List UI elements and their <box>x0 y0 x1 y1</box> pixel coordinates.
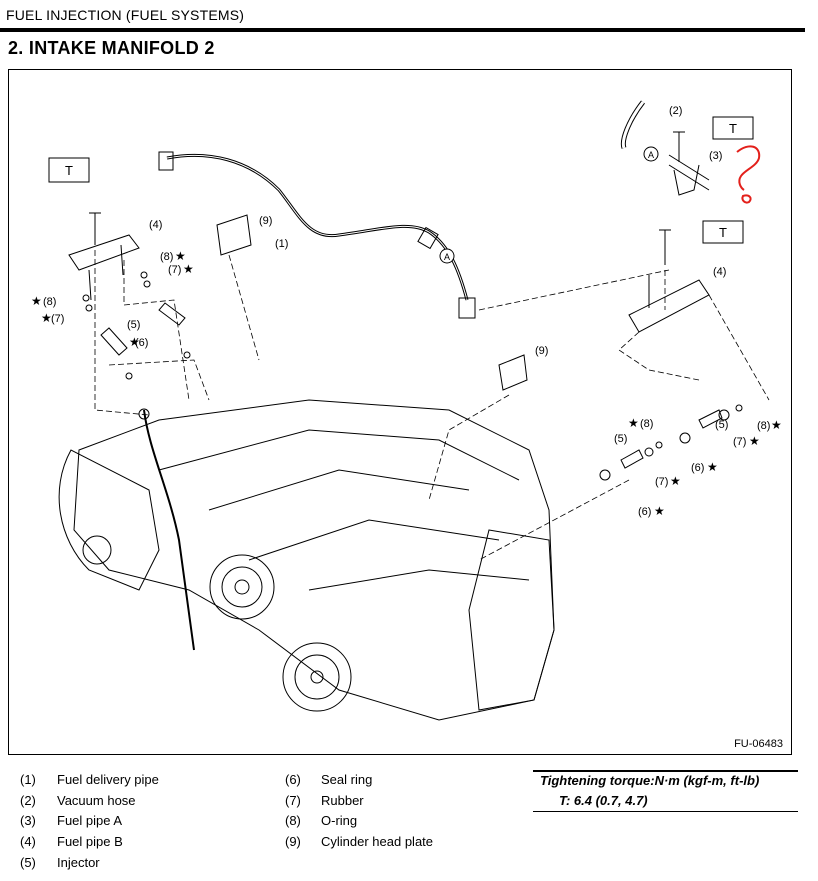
callout-6-right-1: (6) <box>691 462 704 474</box>
callout-5-right-1: (5) <box>614 433 627 445</box>
legend-item: (8)O-ring <box>285 813 358 829</box>
svg-text:A: A <box>444 252 450 262</box>
legend-right: (6)Seal ring (7)Rubber (8)O-ring (9)Cyli… <box>285 772 525 855</box>
callout-6-left: (6) <box>135 337 148 349</box>
bolt-top-right <box>673 131 685 162</box>
connector-a-marker-2: A <box>643 146 659 162</box>
callout-3: (3) <box>709 150 722 162</box>
section-header: FUEL INJECTION (FUEL SYSTEMS) <box>6 7 245 23</box>
bolt-left <box>89 212 101 245</box>
injector-left-2 <box>158 302 186 326</box>
callout-9-top: (9) <box>259 215 272 227</box>
callout-7-left-1: (7) <box>168 264 181 276</box>
bolt-right <box>659 229 671 265</box>
callout-8-right-1: (8) <box>640 418 653 430</box>
callout-4-left: (4) <box>149 219 162 231</box>
legend-item: (4)Fuel pipe B <box>20 834 123 850</box>
torque-label-right: T <box>702 220 744 244</box>
callout-8-left-1: (8) <box>160 251 173 263</box>
callout-8-left-2: (8) <box>43 296 56 308</box>
callout-2: (2) <box>669 105 682 117</box>
star-mark: ★ <box>31 294 42 308</box>
star-mark: ★ <box>654 504 665 518</box>
legend-item: (3)Fuel pipe A <box>20 813 123 829</box>
callout-7-right-2: (7) <box>733 436 746 448</box>
legend-left: (1)Fuel delivery pipe (2)Vacuum hose (3)… <box>20 772 280 875</box>
star-mark: ★ <box>771 418 782 432</box>
cylinder-head-plate-left <box>216 214 252 256</box>
torque-label-top-right: T <box>712 116 754 140</box>
fuel-pipe-b-right <box>628 279 710 333</box>
legend-item: (9)Cylinder head plate <box>285 834 434 850</box>
injector-right-1 <box>620 449 644 469</box>
figure-id: FU-06483 <box>734 738 783 750</box>
callout-6-right-2: (6) <box>638 506 651 518</box>
diagram-drawing: T T T A A (1) (2) (3) (4) (4) (5) (5) (5 <box>31 100 782 721</box>
legend-item: (2)Vacuum hose <box>20 792 136 808</box>
header-rule <box>0 28 805 32</box>
callout-5-right-2: (5) <box>715 419 728 431</box>
callout-5-left: (5) <box>127 319 140 331</box>
svg-text:T: T <box>729 121 737 136</box>
callout-7-left-2: (7) <box>51 313 64 325</box>
svg-text:A: A <box>648 150 654 160</box>
torque-label-left: T <box>48 157 90 183</box>
injector-left-1 <box>100 327 128 356</box>
torque-rule-bottom <box>533 811 798 812</box>
connector-a-marker-1: A <box>439 248 455 264</box>
callout-4-right: (4) <box>713 266 726 278</box>
legend-item: (1)Fuel delivery pipe <box>20 772 159 787</box>
exploded-diagram: T T T A A (1) (2) (3) (4) (4) (5) (5) (5 <box>8 69 792 755</box>
star-mark: ★ <box>129 335 140 349</box>
fuel-pipe-b-left <box>68 234 140 271</box>
callout-7-right-1: (7) <box>655 476 668 488</box>
callout-9-right: (9) <box>535 345 548 357</box>
legend-item: (7)Rubber <box>285 792 364 808</box>
star-mark: ★ <box>749 434 760 448</box>
legend-item: (5)Injector <box>20 854 100 870</box>
star-mark: ★ <box>175 249 186 263</box>
page-title: 2. INTAKE MANIFOLD 2 <box>8 38 215 58</box>
star-mark: ★ <box>41 311 52 325</box>
engine-detail <box>158 429 530 591</box>
engine-cover <box>468 529 555 711</box>
lower-pulley <box>282 642 352 712</box>
cylinder-head-plate-right <box>498 354 528 391</box>
left-housing <box>58 449 160 591</box>
legend-item: (6)Seal ring <box>285 772 373 787</box>
callout-8-right-2: (8) <box>757 420 770 432</box>
torque-value: T: 6.4 (0.7, 4.7) <box>559 793 648 808</box>
injector-right-2 <box>698 409 723 429</box>
svg-text:T: T <box>719 225 727 240</box>
handwritten-question-mark <box>736 145 761 204</box>
fuel-pipe-a <box>668 154 710 196</box>
star-mark: ★ <box>707 460 718 474</box>
star-mark: ★ <box>670 474 681 488</box>
torque-rule-top <box>533 770 798 772</box>
callout-1: (1) <box>275 238 288 250</box>
fuel-delivery-pipe <box>166 153 469 301</box>
star-mark: ★ <box>628 416 639 430</box>
dipstick <box>143 409 195 651</box>
torque-title: Tightening torque:N·m (kgf-m, ft-lb) <box>540 773 760 788</box>
vacuum-hose <box>620 100 645 149</box>
star-mark: ★ <box>183 262 194 276</box>
crank-pulley <box>209 554 275 620</box>
svg-text:T: T <box>65 163 73 178</box>
